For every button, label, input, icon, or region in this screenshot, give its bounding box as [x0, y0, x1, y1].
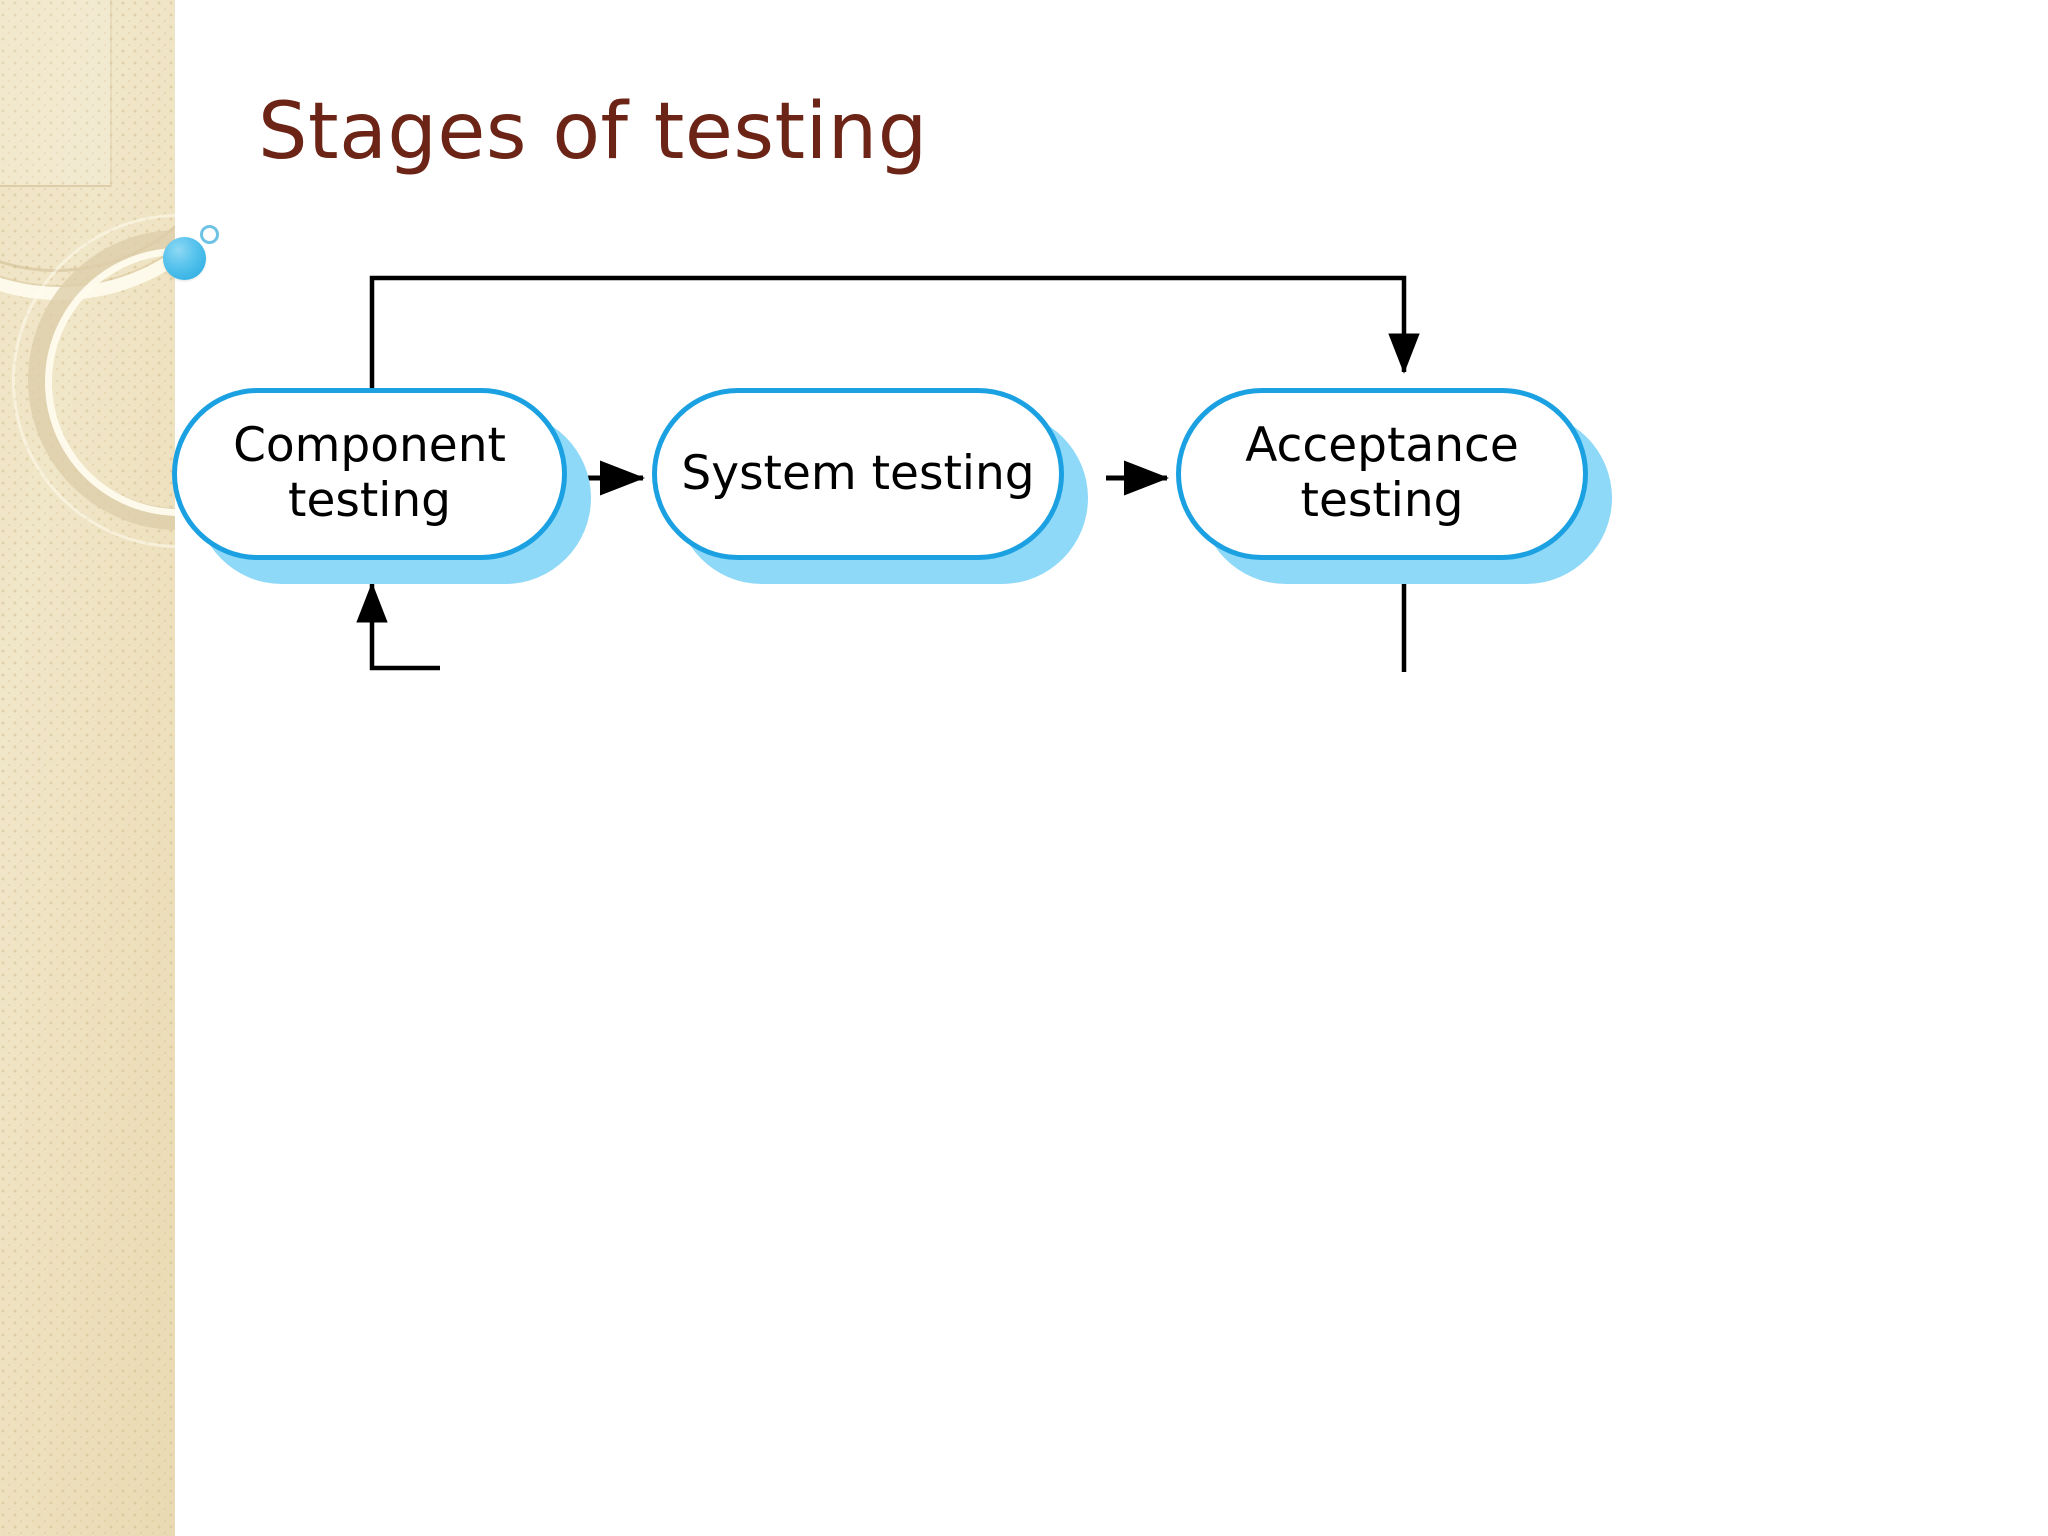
blue-circle-icon: [163, 237, 206, 280]
stage-box-component-testing[interactable]: Component testing: [172, 388, 567, 560]
stage-box-system-testing[interactable]: System testing: [652, 388, 1064, 560]
connector-feedback-loop: [369, 275, 1420, 390]
stage-label-line1: Component: [233, 418, 506, 474]
stage-label-line2: testing: [288, 473, 451, 528]
stage-label-line1: System testing: [681, 445, 1035, 501]
stage-label-line2: testing: [1300, 473, 1464, 528]
stage-label-acceptance-testing: Acceptance testing: [1231, 419, 1533, 528]
connector-arrow-up-into-component: [356, 582, 440, 671]
stage-box-acceptance-testing[interactable]: Acceptance testing: [1176, 388, 1588, 560]
stage-label-system-testing: System testing: [667, 445, 1048, 502]
decorative-side-band: [0, 0, 175, 1536]
stage-label-line1: Acceptance: [1245, 418, 1519, 474]
stage-label-component-testing: Component testing: [219, 419, 520, 528]
blue-ring-icon: [200, 225, 219, 244]
page-title: Stages of testing: [258, 87, 928, 177]
